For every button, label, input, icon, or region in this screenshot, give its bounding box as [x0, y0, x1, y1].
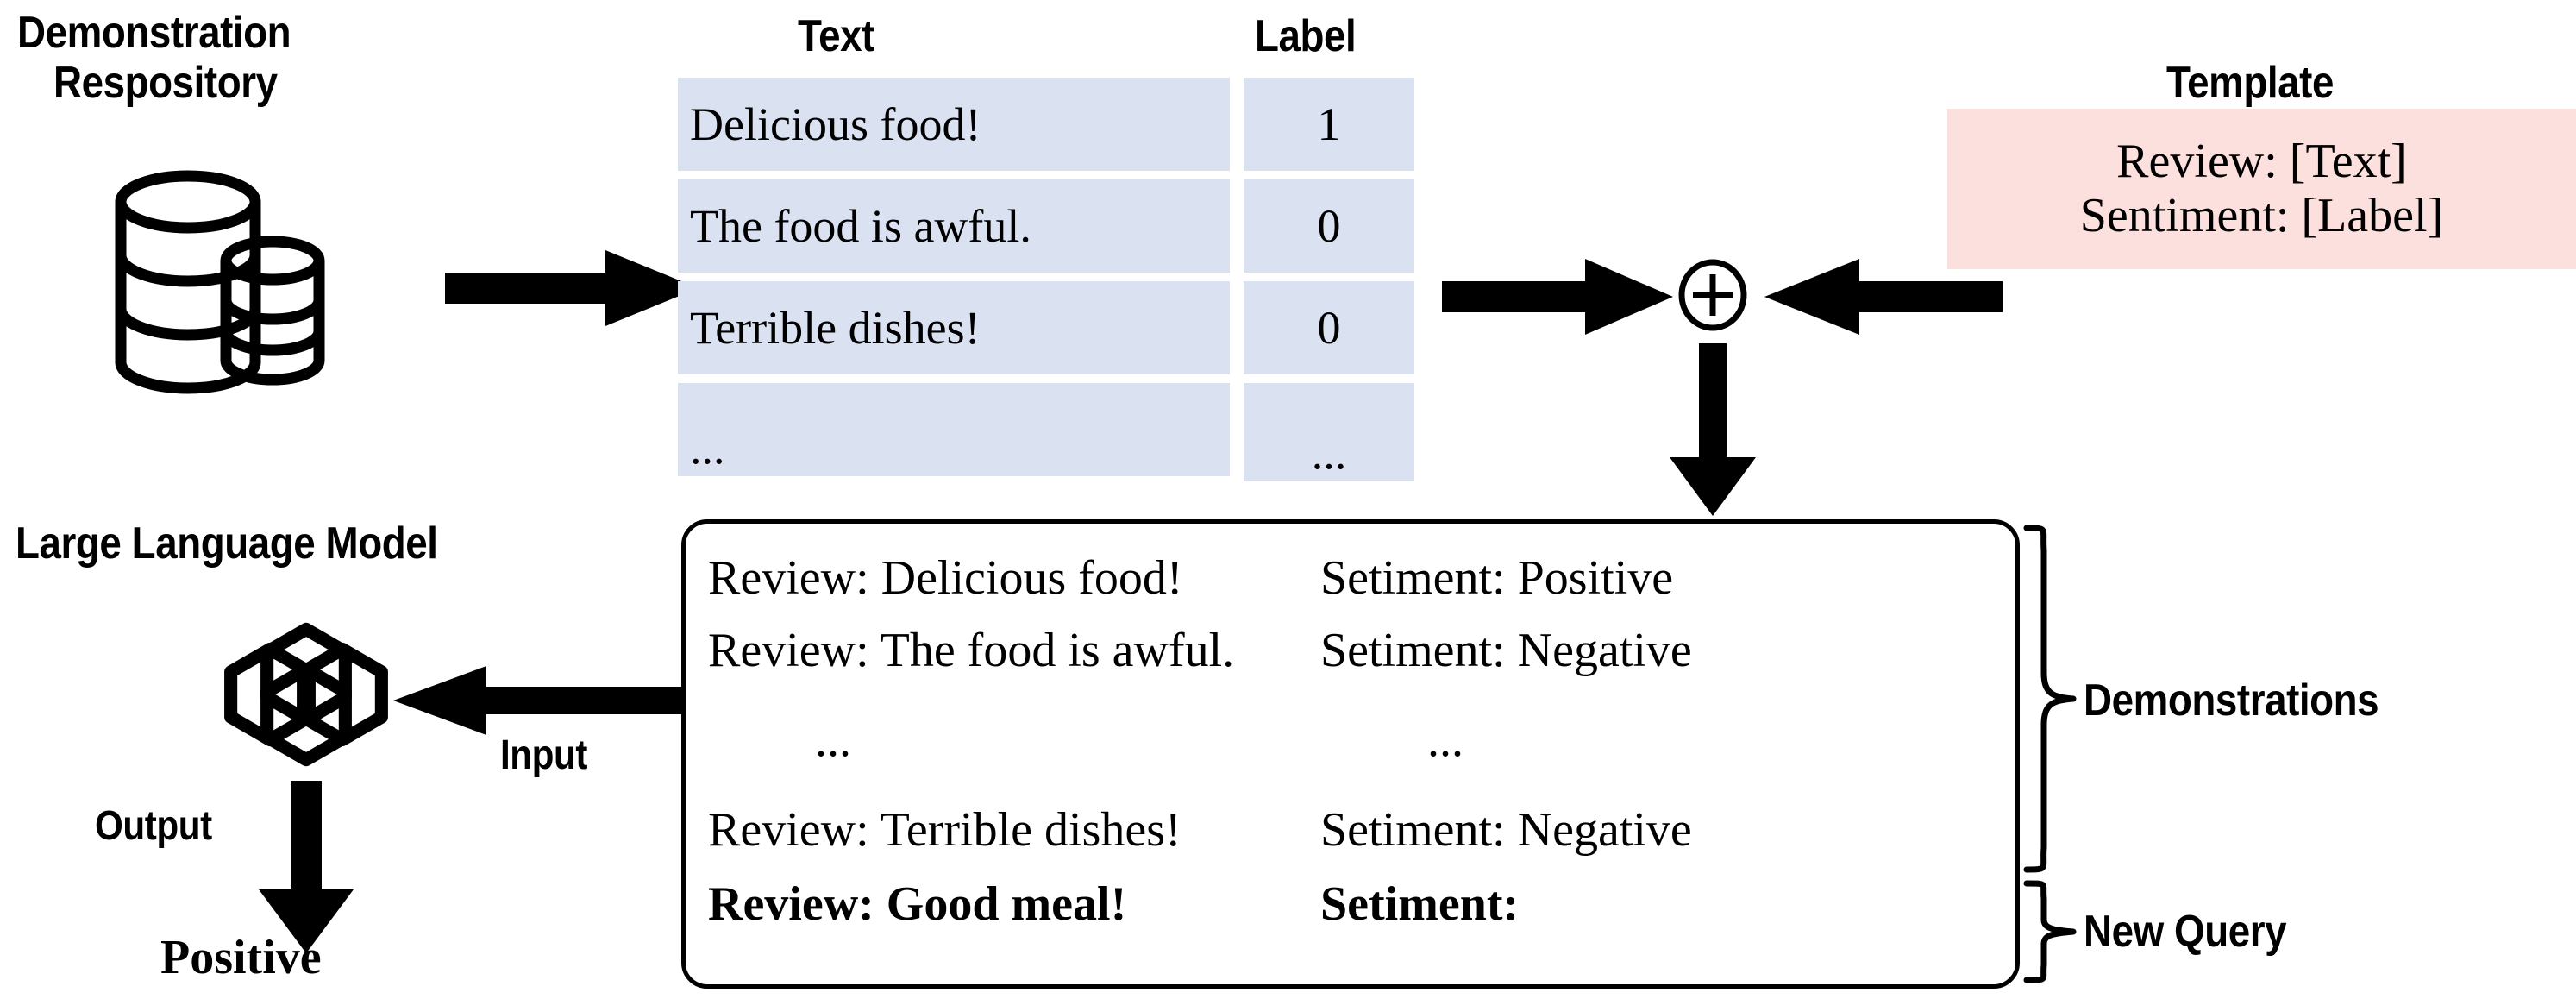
table-cell-label-value: 1 — [1317, 98, 1341, 150]
prompt-review: ... — [815, 713, 851, 767]
table-cell-label-value: 0 — [1317, 200, 1341, 252]
table-cell-text-value: Delicious food! — [690, 98, 981, 150]
prompt-sentiment-query: Setiment: — [1320, 877, 1520, 931]
prompt-box: Review: Delicious food! Setiment: Positi… — [681, 519, 2020, 989]
prompt-line: Review: Delicious food! Setiment: Positi… — [686, 546, 2015, 610]
demonstration-table: Delicious food! 1 The food is awful. 0 T… — [678, 78, 1414, 483]
table-header-label: Label — [1255, 11, 1357, 61]
table-header-text: Text — [798, 11, 874, 61]
table-cell-label: 0 — [1244, 281, 1414, 374]
output-label: Output — [95, 803, 212, 849]
table-cell-label-value: 0 — [1317, 302, 1341, 354]
prompt-sentiment: Setiment: Negative — [1320, 803, 1692, 857]
prompt-review: Review: The food is awful. — [708, 624, 1235, 677]
table-cell-text-value: ... — [690, 422, 725, 474]
table-cell-label-value: ... — [1311, 427, 1347, 479]
table-cell-label: 0 — [1244, 179, 1414, 273]
prompt-line: Review: The food is awful. Setiment: Neg… — [686, 619, 2015, 682]
arrow-template-to-combine — [1764, 259, 2003, 335]
arrow-llm-to-output — [259, 781, 354, 953]
arrow-table-to-combine — [1442, 259, 1673, 335]
input-label: Input — [500, 732, 588, 778]
table-cell-text: The food is awful. — [678, 179, 1230, 273]
template-line-label: Sentiment: [Label] — [2079, 189, 2444, 242]
table-cell-text: Terrible dishes! — [678, 281, 1230, 374]
prompt-review-query: Review: Good meal! — [708, 877, 1127, 931]
template-title: Template — [2166, 58, 2334, 108]
table-cell-text: Delicious food! — [678, 78, 1230, 171]
prompt-review: Review: Delicious food! — [708, 551, 1183, 605]
prompt-sentiment: ... — [1427, 713, 1463, 767]
template-line-text: Review: [Text] — [2116, 135, 2407, 189]
output-value: Positive — [160, 931, 322, 984]
template-box: Review: [Text] Sentiment: [Label] — [1947, 109, 2576, 269]
table-row[interactable]: ... ... — [678, 383, 1414, 481]
arrow-input-to-llm — [393, 666, 686, 735]
table-cell-text: ... — [678, 383, 1230, 476]
database-stack-icon — [112, 166, 328, 399]
table-cell-label: 1 — [1244, 78, 1414, 171]
table-row[interactable]: Terrible dishes! 0 — [678, 281, 1414, 376]
brace-new-query — [2023, 880, 2077, 983]
prompt-line-ellipsis: ... ... — [686, 708, 2015, 772]
prompt-review: Review: Terrible dishes! — [708, 803, 1181, 857]
prompt-sentiment: Setiment: Positive — [1320, 551, 1674, 605]
arrow-repository-to-table — [445, 248, 699, 328]
prompt-line: Review: Terrible dishes! Setiment: Negat… — [686, 798, 2015, 862]
arrow-combine-to-prompt — [1670, 343, 1756, 516]
repository-title-line2: Respository — [53, 58, 278, 108]
table-cell-text-value: The food is awful. — [690, 200, 1031, 252]
label-new-query: New Query — [2084, 907, 2287, 957]
llm-title: Large Language Model — [16, 518, 438, 569]
table-row[interactable]: Delicious food! 1 — [678, 78, 1414, 173]
table-row[interactable]: The food is awful. 0 — [678, 179, 1414, 274]
brace-demonstrations — [2023, 525, 2077, 873]
label-demonstrations: Demonstrations — [2084, 675, 2379, 726]
combine-plus-node — [1677, 259, 1749, 331]
prompt-sentiment: Setiment: Negative — [1320, 624, 1692, 677]
table-cell-label: ... — [1244, 383, 1414, 481]
table-cell-text-value: Terrible dishes! — [690, 302, 981, 354]
repository-title-line1: Demonstration — [17, 8, 291, 58]
prompt-line-query: Review: Good meal! Setiment: — [686, 872, 2015, 936]
openai-knot-icon — [216, 604, 397, 785]
